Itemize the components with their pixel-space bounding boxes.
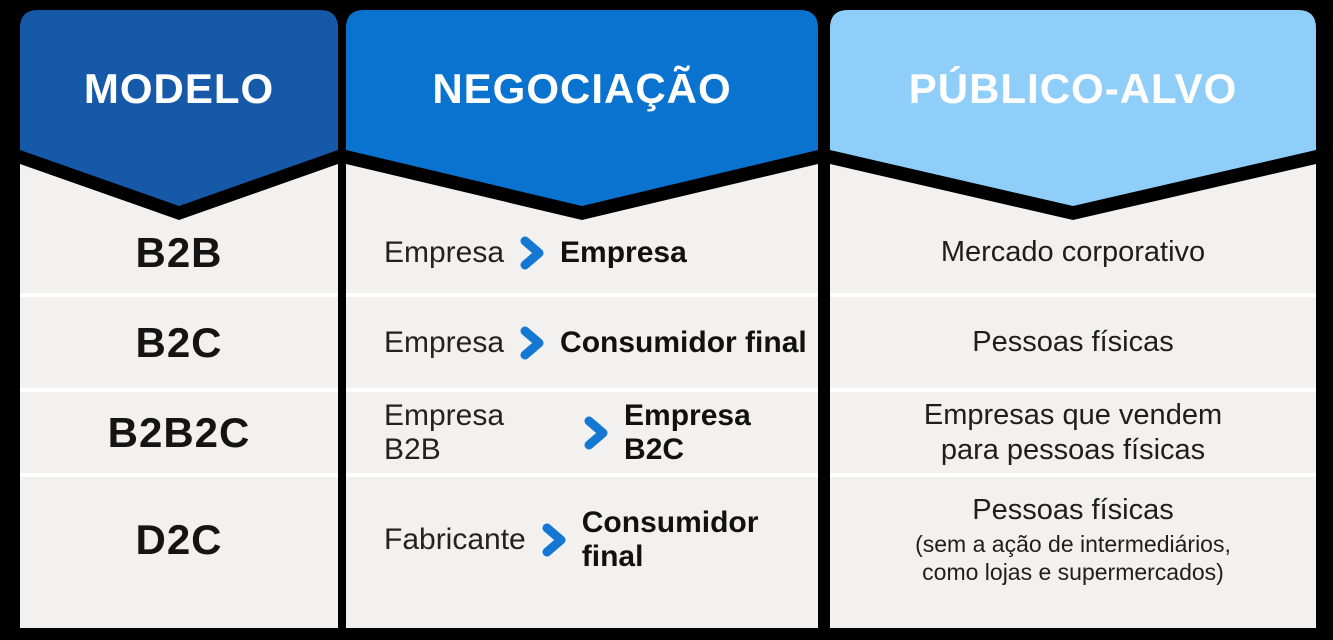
negotiation-from: Empresa B2B [384,398,505,466]
table-row: Pessoas físicas [830,297,1316,388]
negotiation-from: Empresa [384,235,505,269]
column-modelo: B2B B2C B2B2C D2C MODELO [20,0,338,640]
model-label: B2C [135,318,223,366]
target-audience: Pessoas físicas [972,494,1174,527]
model-label: B2B [135,228,223,276]
table-row: B2C [20,297,338,388]
column-negociacao: Empresa Empresa Empresa Consumidor final… [346,0,818,640]
chevron-right-icon [520,236,544,269]
negotiation-from: Fabricante [384,522,526,556]
table-row: B2B2C [20,392,338,473]
table-row: D2C [20,477,338,628]
target-audience-note: (sem a ação de intermediários, como loja… [915,530,1231,585]
header-modelo: MODELO [83,65,275,112]
header-negociacao: NEGOCIAÇÃO [432,65,732,112]
column-publico-alvo-body: Mercado corporativo Pessoas físicas Empr… [830,160,1316,628]
column-modelo-body: B2B B2C B2B2C D2C [20,160,338,628]
target-audience: Empresas que vendem para pessoas físicas [923,399,1223,466]
negotiation-to: Consumidor final [581,505,759,573]
table-row: Fabricante Consumidor final [346,477,818,628]
negotiation-to: Empresa [560,235,687,269]
negotiation-from: Empresa [384,325,505,359]
target-audience: Mercado corporativo [940,236,1206,269]
column-negociacao-body: Empresa Empresa Empresa Consumidor final… [346,160,818,628]
column-publico-alvo: Mercado corporativo Pessoas físicas Empr… [830,0,1316,640]
table-row: Empresa B2B Empresa B2C [346,392,818,473]
chevron-right-icon [520,326,544,359]
target-audience: Pessoas físicas [972,326,1174,359]
model-label: D2C [135,515,223,563]
table-row: Empresa Consumidor final [346,297,818,388]
chevron-right-icon [542,523,566,556]
table-row: Pessoas físicas (sem a ação de intermedi… [830,477,1316,628]
negotiation-to: Empresa B2C [624,398,751,466]
table-row: Empresas que vendem para pessoas físicas [830,392,1316,473]
model-label: B2B2C [107,408,251,456]
chevron-right-icon [584,416,608,449]
header-publico-alvo: PÚBLICO-ALVO [908,65,1238,112]
negotiation-to: Consumidor final [560,325,807,359]
